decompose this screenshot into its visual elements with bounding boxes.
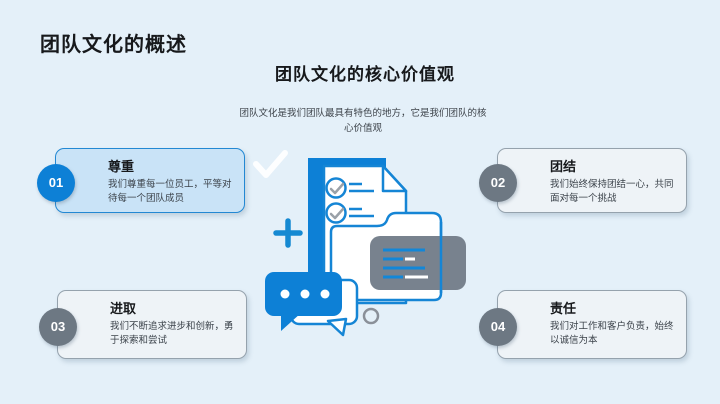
card-description: 我们尊重每一位员工，平等对待每一个团队成员	[108, 179, 232, 205]
section-title: 团队文化的核心价值观	[275, 65, 455, 84]
card-description: 我们始终保持团结一心，共同面对每一个挑战	[550, 179, 674, 205]
card-title: 尊重	[108, 159, 135, 174]
section-subtitle: 团队文化是我们团队最具有特色的地方，它是我们团队的核心价值观	[239, 108, 487, 134]
circle-icon	[362, 307, 380, 325]
team-culture-illustration	[253, 150, 466, 337]
card-description: 我们不断追求进步和创新，勇于探索和尝试	[110, 321, 234, 347]
card-number-badge: 03	[39, 307, 77, 346]
plus-icon	[273, 218, 303, 248]
card-number-badge: 01	[37, 163, 75, 202]
card-title: 团结	[550, 159, 577, 174]
card-description: 我们对工作和客户负责，始终以诚信为本	[550, 321, 674, 347]
card-title: 进取	[110, 301, 137, 316]
value-card-responsibility: 04 责任 我们对工作和客户负责，始终以诚信为本	[479, 290, 687, 359]
value-card-respect: 01 尊重 我们尊重每一位员工，平等对待每一个团队成员	[37, 148, 245, 213]
value-card-unity: 02 团结 我们始终保持团结一心，共同面对每一个挑战	[479, 148, 687, 213]
checkmark-icon	[253, 150, 288, 178]
card-number-badge: 02	[479, 163, 517, 202]
value-card-progress: 03 进取 我们不断追求进步和创新，勇于探索和尝试	[39, 290, 247, 359]
folder-icon	[329, 211, 466, 302]
code-panel	[370, 236, 466, 290]
page-title: 团队文化的概述	[40, 34, 187, 56]
chat-bubbles-icon	[265, 272, 359, 337]
card-number-badge: 04	[479, 307, 517, 346]
card-title: 责任	[550, 301, 577, 316]
